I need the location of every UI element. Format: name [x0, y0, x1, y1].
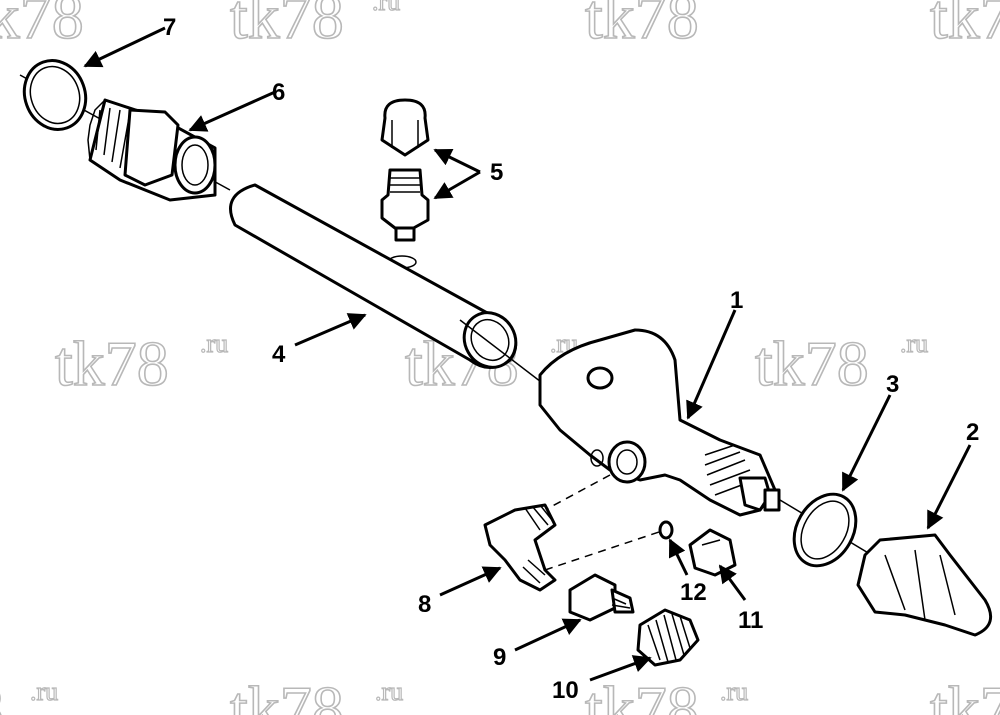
part-11-cap-nut: [688, 528, 737, 577]
part-10-ribbed-cap: [636, 608, 700, 667]
part-2-cap: [856, 533, 993, 637]
leader-5b: [433, 170, 481, 200]
callout-labels: 7 6 5 4 1 3 2 8 9 10 11 12: [163, 14, 979, 704]
svg-text:.ru: .ru: [900, 329, 928, 358]
svg-text:tk78: tk78: [930, 673, 1000, 715]
part-12-small-o-ring: [658, 520, 674, 540]
watermark-top-right: tk78: [929, 0, 1000, 53]
callout-12: 12: [680, 579, 707, 606]
watermark-bottom-center-left: tk78 .ru: [229, 672, 404, 715]
svg-text:tk78: tk78: [0, 673, 4, 715]
svg-text:tk78: tk78: [55, 328, 169, 399]
leader-1: [686, 309, 737, 420]
watermark-bottom-right: tk78: [929, 672, 1000, 715]
leader-4: [294, 313, 367, 347]
part-5-cap-and-fitting: [380, 98, 430, 269]
callout-6: 6: [272, 79, 285, 106]
svg-text:.ru: .ru: [720, 677, 748, 706]
svg-text:tk78: tk78: [585, 673, 699, 715]
svg-text:tk78: tk78: [930, 0, 1000, 52]
leader-10: [589, 655, 652, 682]
watermark-mid-left: tk78 .ru: [54, 327, 229, 400]
callout-10: 10: [552, 677, 579, 704]
watermark-top-left: tk78: [0, 0, 85, 53]
alignment-line-11: [544, 529, 666, 571]
svg-text:.ru: .ru: [372, 0, 400, 16]
callout-1: 1: [730, 287, 743, 314]
callout-3: 3: [886, 371, 899, 398]
leader-9: [514, 618, 582, 652]
callout-11: 11: [738, 607, 763, 634]
svg-text:tk78: tk78: [585, 0, 699, 52]
alignment-line-8: [544, 474, 611, 511]
callout-5: 5: [490, 159, 503, 186]
leader-5a: [433, 148, 481, 174]
part-8-elbow-fitting: [483, 503, 557, 592]
leader-8: [439, 566, 502, 597]
leader-11: [718, 564, 747, 601]
watermark-top-center-left: tk78 .ru: [229, 0, 401, 53]
leader-2: [926, 444, 972, 530]
callout-2: 2: [966, 419, 979, 446]
svg-text:.ru: .ru: [200, 329, 228, 358]
svg-text:tk78: tk78: [755, 328, 869, 399]
leader-12: [668, 538, 689, 576]
part-4-tube: [229, 183, 546, 386]
leader-3: [841, 394, 892, 492]
callout-4: 4: [272, 341, 286, 368]
svg-text:tk78: tk78: [230, 0, 344, 52]
part-1-valve-body: [538, 328, 781, 517]
watermark-bottom-left: tk78 .ru: [0, 672, 59, 715]
leader-6: [188, 90, 276, 132]
part-6-threaded-fitting: [87, 98, 217, 202]
watermark-mid-right: tk78 .ru: [754, 327, 929, 400]
callout-8: 8: [418, 591, 431, 618]
watermark-top-center-right: tk78: [584, 0, 699, 53]
svg-text:tk78: tk78: [230, 673, 344, 715]
part-7-o-ring: [22, 59, 88, 131]
part-9-nut-fitting: [568, 573, 635, 622]
part-3-o-ring: [792, 492, 858, 568]
leader-7: [83, 26, 166, 68]
svg-text:.ru: .ru: [375, 677, 403, 706]
callout-7: 7: [163, 14, 176, 41]
svg-text:tk78: tk78: [0, 0, 84, 52]
callout-9: 9: [493, 644, 506, 671]
svg-text:.ru: .ru: [30, 677, 58, 706]
watermark-bottom-center-right: tk78 .ru: [584, 672, 749, 715]
